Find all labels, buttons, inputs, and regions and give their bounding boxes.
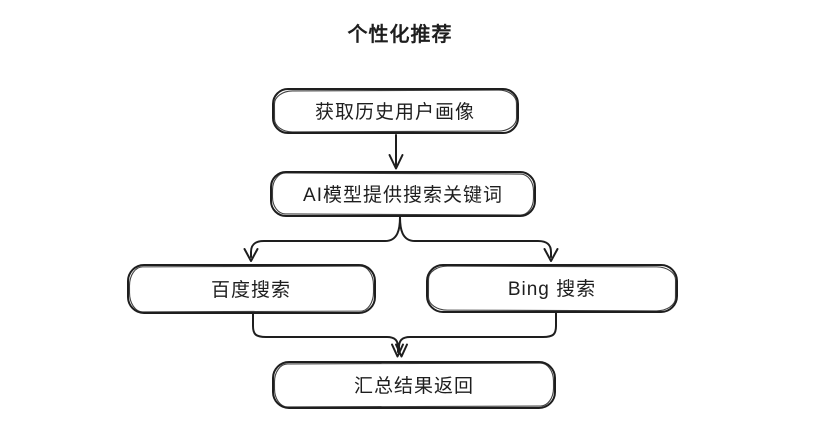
node-bing-search: Bing 搜索 — [426, 264, 678, 313]
node-aggregate-results: 汇总结果返回 — [272, 361, 556, 409]
arrow-keywords-to-bing — [399, 216, 559, 262]
node-get-user-profile-label: 获取历史用户画像 — [315, 101, 475, 123]
node-ai-keywords-label: AI模型提供搜索关键词 — [303, 184, 503, 206]
node-bing-search-label: Bing 搜索 — [508, 278, 596, 300]
arrow-bing-to-aggregate — [391, 312, 557, 358]
arrow-baidu-to-aggregate — [252, 313, 399, 353]
arrow-keywords-to-baidu — [243, 216, 401, 262]
node-aggregate-results-label: 汇总结果返回 — [354, 375, 474, 397]
node-ai-keywords: AI模型提供搜索关键词 — [270, 171, 536, 217]
diagram-title: 个性化推荐 — [347, 22, 453, 46]
node-baidu-search: 百度搜索 — [127, 264, 376, 314]
node-baidu-search-label: 百度搜索 — [211, 279, 291, 301]
arrow-profile-to-keywords — [388, 134, 404, 170]
node-get-user-profile: 获取历史用户画像 — [272, 88, 519, 134]
